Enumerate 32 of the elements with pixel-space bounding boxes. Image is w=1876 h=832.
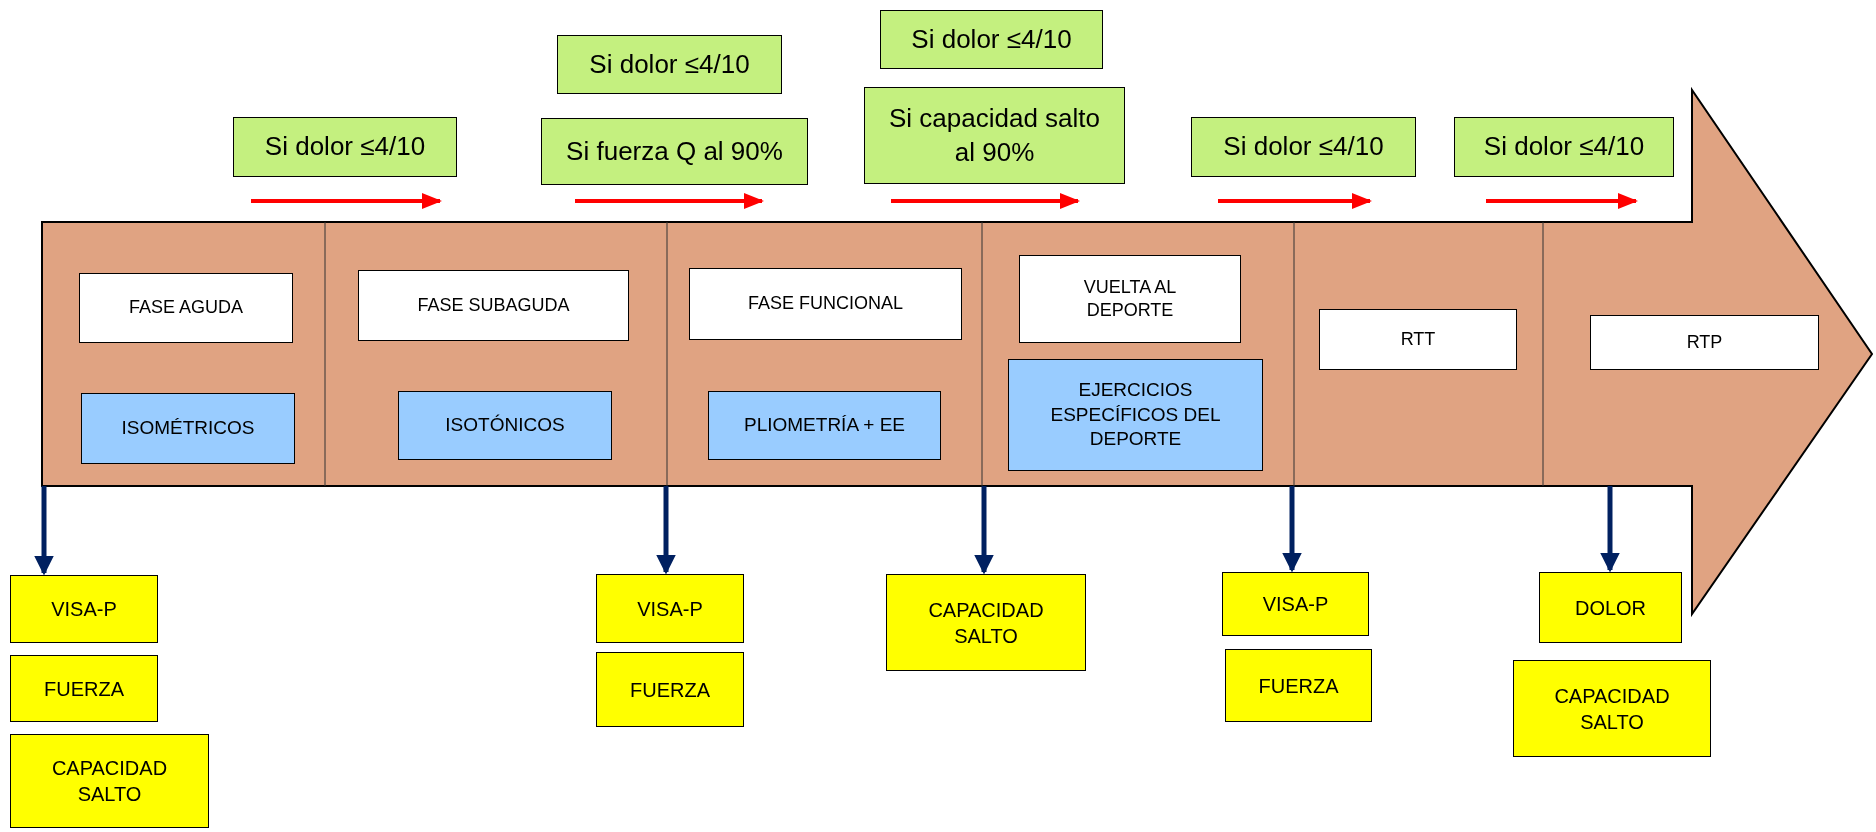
arrow bbox=[34, 486, 54, 576]
phase-box: FASE FUNCIONAL bbox=[689, 268, 962, 340]
phase-box: VUELTA AL DEPORTE bbox=[1019, 255, 1241, 343]
exercise-box: EJERCICIOS ESPECÍFICOS DEL DEPORTE bbox=[1008, 359, 1263, 471]
assessment-box: FUERZA bbox=[10, 655, 158, 722]
condition-box: Si dolor ≤4/10 bbox=[233, 117, 457, 177]
assessment-box: CAPACIDAD SALTO bbox=[886, 574, 1086, 671]
condition-box: Si dolor ≤4/10 bbox=[880, 10, 1103, 69]
condition-box: Si fuerza Q al 90% bbox=[541, 118, 808, 185]
condition-box: Si dolor ≤4/10 bbox=[1191, 117, 1416, 177]
phase-box: RTP bbox=[1590, 315, 1819, 370]
assessment-box: CAPACIDAD SALTO bbox=[10, 734, 209, 828]
assessment-box: FUERZA bbox=[596, 652, 744, 727]
exercise-box: PLIOMETRÍA + EE bbox=[708, 391, 941, 460]
phase-box: FASE AGUDA bbox=[79, 273, 293, 343]
exercise-box: ISOTÓNICOS bbox=[398, 391, 612, 460]
arrow bbox=[1600, 486, 1620, 573]
assessment-box: CAPACIDAD SALTO bbox=[1513, 660, 1711, 757]
exercise-box: ISOMÉTRICOS bbox=[81, 393, 295, 464]
assessment-box: VISA-P bbox=[10, 575, 158, 643]
condition-box: Si dolor ≤4/10 bbox=[1454, 117, 1674, 177]
phase-box: RTT bbox=[1319, 309, 1517, 370]
condition-box: Si dolor ≤4/10 bbox=[557, 35, 782, 94]
assessment-box: FUERZA bbox=[1225, 649, 1372, 722]
assessment-box: VISA-P bbox=[1222, 572, 1369, 636]
arrow bbox=[1282, 486, 1302, 573]
phase-box: FASE SUBAGUDA bbox=[358, 270, 629, 341]
arrow bbox=[656, 486, 676, 575]
condition-box: Si capacidad salto al 90% bbox=[864, 87, 1125, 184]
arrow bbox=[974, 486, 994, 575]
assessment-box: VISA-P bbox=[596, 574, 744, 643]
assessment-box: DOLOR bbox=[1539, 572, 1682, 643]
